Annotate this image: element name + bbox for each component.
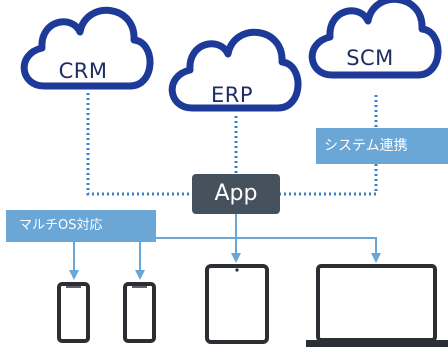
- app-hub-box: App: [192, 174, 280, 214]
- scm-cloud-icon: SCM: [312, 0, 438, 75]
- crm-cloud-icon: CRM: [24, 10, 150, 86]
- erp-label: ERP: [211, 83, 253, 107]
- crm-label: CRM: [59, 59, 108, 83]
- erp-cloud-icon: ERP: [172, 32, 298, 108]
- arrow-heads: [69, 253, 381, 280]
- tablet-icon: [205, 264, 269, 344]
- system-integration-tag: システム連携: [316, 128, 448, 164]
- distribution-arrows: [73, 214, 377, 272]
- dotted-connectors: [86, 93, 378, 196]
- scm-label: SCM: [346, 46, 394, 70]
- phone-icon: [123, 282, 156, 343]
- laptop-icon: [306, 264, 448, 347]
- multi-os-support-tag: マルチOS対応: [6, 210, 156, 242]
- scm-connector: [280, 95, 378, 196]
- phone-icon: [57, 282, 90, 343]
- crm-connector: [86, 93, 192, 196]
